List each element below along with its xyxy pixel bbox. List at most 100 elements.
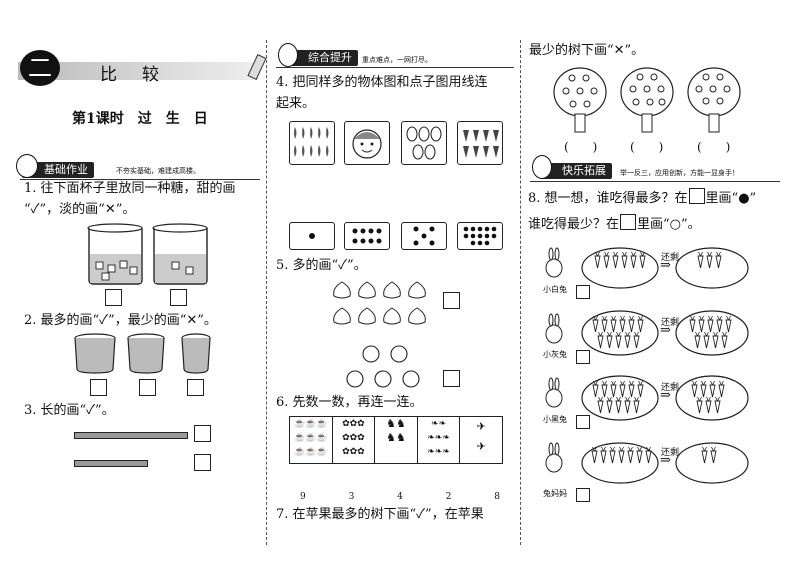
q7-answer-3[interactable]: ( ) bbox=[697, 140, 731, 154]
divider-left bbox=[266, 40, 267, 545]
q8-answer-box-1[interactable] bbox=[576, 285, 590, 299]
tree-1 bbox=[553, 67, 607, 133]
q1-glasses bbox=[87, 223, 208, 285]
q5-answer-box-2[interactable] bbox=[443, 370, 460, 387]
q8-line2-tail: 里画“○”。 bbox=[637, 217, 701, 232]
q6-panel: ☕☕☕☕☕☕☕☕☕ ✿✿✿✿✿✿✿✿✿ ♞♞♞♞ ❧❧❧❧❧❧❧❧ ✈✈ bbox=[289, 416, 503, 464]
unit-header-bar bbox=[18, 62, 258, 80]
q6-cell-birds: ❧❧❧❧❧❧❧❧ bbox=[418, 417, 461, 463]
q5-text: 5. 多的画“✓”。 bbox=[276, 258, 367, 273]
q8-remain-label-3: 还剩 bbox=[661, 383, 680, 393]
section-fun-label: 快乐拓展 bbox=[562, 164, 606, 177]
unit-number: 二 bbox=[28, 54, 52, 82]
q2-answer-box-3[interactable] bbox=[187, 379, 204, 396]
section-combo-note: 重点难点，一网打尽。 bbox=[362, 56, 432, 64]
q8-answer-box-2[interactable] bbox=[576, 350, 590, 364]
q8-line1-text: 8. 想一想，谁吃得最多？在 bbox=[528, 191, 688, 206]
face-icon bbox=[352, 129, 382, 159]
glass-left bbox=[87, 223, 143, 285]
q8-inline-box-1 bbox=[688, 188, 705, 204]
unit-number-badge: 二 bbox=[20, 50, 60, 86]
q4-dot-card-2 bbox=[344, 222, 390, 250]
q6-text: 6. 先数一数，再连一连。 bbox=[276, 395, 423, 410]
row-white-rabbit bbox=[545, 247, 749, 289]
q6-number-3: 4 bbox=[397, 492, 403, 502]
q8-arrow-3: ⇒ bbox=[660, 388, 671, 403]
q8-answer-box-3[interactable] bbox=[576, 415, 590, 429]
q8-arrow-1: ⇒ bbox=[660, 258, 671, 273]
q5-apples bbox=[346, 345, 420, 388]
q6-cell-mugs: ✿✿✿✿✿✿✿✿✿ bbox=[333, 417, 376, 463]
q3-text: 3. 长的画“✓”。 bbox=[24, 403, 115, 418]
section-basic-label: 基础作业 bbox=[44, 163, 88, 176]
q8-arrow-2: ⇒ bbox=[660, 323, 671, 338]
q2-cups bbox=[74, 333, 211, 374]
cup-1 bbox=[74, 333, 116, 374]
q8-remain-label-1: 还剩 bbox=[661, 253, 680, 263]
q8-remain-label-4: 还剩 bbox=[661, 448, 680, 458]
q6-cell-cranes: ✈✈ bbox=[476, 420, 486, 453]
q4-card-bananas bbox=[289, 121, 335, 165]
q6-number-1: 9 bbox=[300, 492, 306, 502]
q2-answer-box-1[interactable] bbox=[90, 379, 107, 396]
q6-number-2: 3 bbox=[348, 492, 355, 502]
q8-inline-box-2 bbox=[620, 214, 637, 230]
q7-line1: 7. 在苹果最多的树下画“✓”，在苹果 bbox=[276, 507, 484, 522]
tree-3 bbox=[687, 67, 741, 133]
q8-animal-2: 小灰兔 bbox=[543, 350, 567, 359]
banana-icon bbox=[294, 127, 329, 157]
q6-numbers: 9 3 4 2 8 bbox=[300, 492, 500, 502]
q4-card-eggs bbox=[401, 121, 447, 165]
q8-line1: 8. 想一想，谁吃得最多？在 里画“●” bbox=[528, 188, 756, 208]
q4-dot-card-3 bbox=[401, 222, 447, 250]
row-gray-rabbit bbox=[545, 310, 749, 356]
q8-animal-1: 小白兔 bbox=[543, 285, 567, 294]
q3-answer-box-2[interactable] bbox=[194, 454, 211, 471]
section-fun-note: 举一反三，应用创新，方能一显身手！ bbox=[620, 169, 739, 177]
q7-answer-1[interactable]: ( ) bbox=[564, 140, 598, 154]
short-bar bbox=[74, 460, 148, 467]
row-mother-rabbit bbox=[545, 442, 749, 484]
q6-cell-cups: ☕☕☕☕☕☕☕☕☕ bbox=[290, 417, 333, 463]
divider-right bbox=[520, 40, 521, 545]
q4-card-face bbox=[344, 121, 390, 165]
q6-cell-horses: ♞♞♞♞ bbox=[375, 417, 418, 463]
q4-line1: 4. 把同样多的物体图和点子图用线连 bbox=[276, 75, 488, 90]
q8-animal-4: 兔妈妈 bbox=[543, 489, 567, 498]
q7-answer-2[interactable]: ( ) bbox=[630, 140, 664, 154]
q7-trees bbox=[553, 67, 741, 133]
long-bar bbox=[74, 432, 188, 439]
row-black-rabbit bbox=[545, 375, 749, 421]
q5-peaches bbox=[333, 281, 426, 325]
q4-card-carrots bbox=[457, 121, 503, 165]
q8-remain-label-2: 还剩 bbox=[661, 318, 680, 328]
unit-title: 比 较 bbox=[100, 65, 163, 85]
section-basic-note: 不夯实基础，难建成高楼。 bbox=[116, 167, 200, 175]
q8-line2-text: 谁吃得最少？在 bbox=[528, 217, 620, 232]
q5-answer-box-1[interactable] bbox=[443, 292, 460, 309]
kid-icon-3 bbox=[532, 155, 552, 179]
carrot-icon bbox=[463, 130, 499, 158]
egg-icon bbox=[406, 126, 442, 160]
q4-dot-card-1 bbox=[289, 222, 335, 250]
section-combo-badge: 综合提升 bbox=[286, 50, 358, 66]
q6-number-5: 8 bbox=[494, 492, 500, 502]
q2-text: 2. 最多的画“✓”，最少的画“✕”。 bbox=[24, 313, 217, 328]
lesson-title: 第1课时 过 生 日 bbox=[72, 111, 208, 127]
q8-animal-3: 小黑兔 bbox=[543, 415, 567, 424]
kid-icon-2 bbox=[278, 43, 298, 67]
q8-line1-tail: 里画“●” bbox=[705, 191, 757, 206]
q1-answer-box-1[interactable] bbox=[105, 289, 122, 306]
q3-answer-box-1[interactable] bbox=[194, 425, 211, 442]
section-basic-badge: 基础作业 bbox=[22, 162, 94, 178]
q1-answer-box-2[interactable] bbox=[170, 289, 187, 306]
cup-2 bbox=[127, 333, 165, 374]
q8-line2: 谁吃得最少？在 里画“○”。 bbox=[528, 214, 701, 234]
q8-answer-box-4[interactable] bbox=[576, 488, 590, 502]
q1-line1: 1. 往下面杯子里放同一种糖，甜的画 bbox=[24, 181, 236, 196]
tree-2 bbox=[620, 67, 674, 133]
kid-icon bbox=[16, 154, 38, 178]
q2-answer-box-2[interactable] bbox=[139, 379, 156, 396]
glass-right bbox=[152, 223, 208, 285]
q1-line2: “✓”，淡的画“✕”。 bbox=[24, 202, 136, 217]
